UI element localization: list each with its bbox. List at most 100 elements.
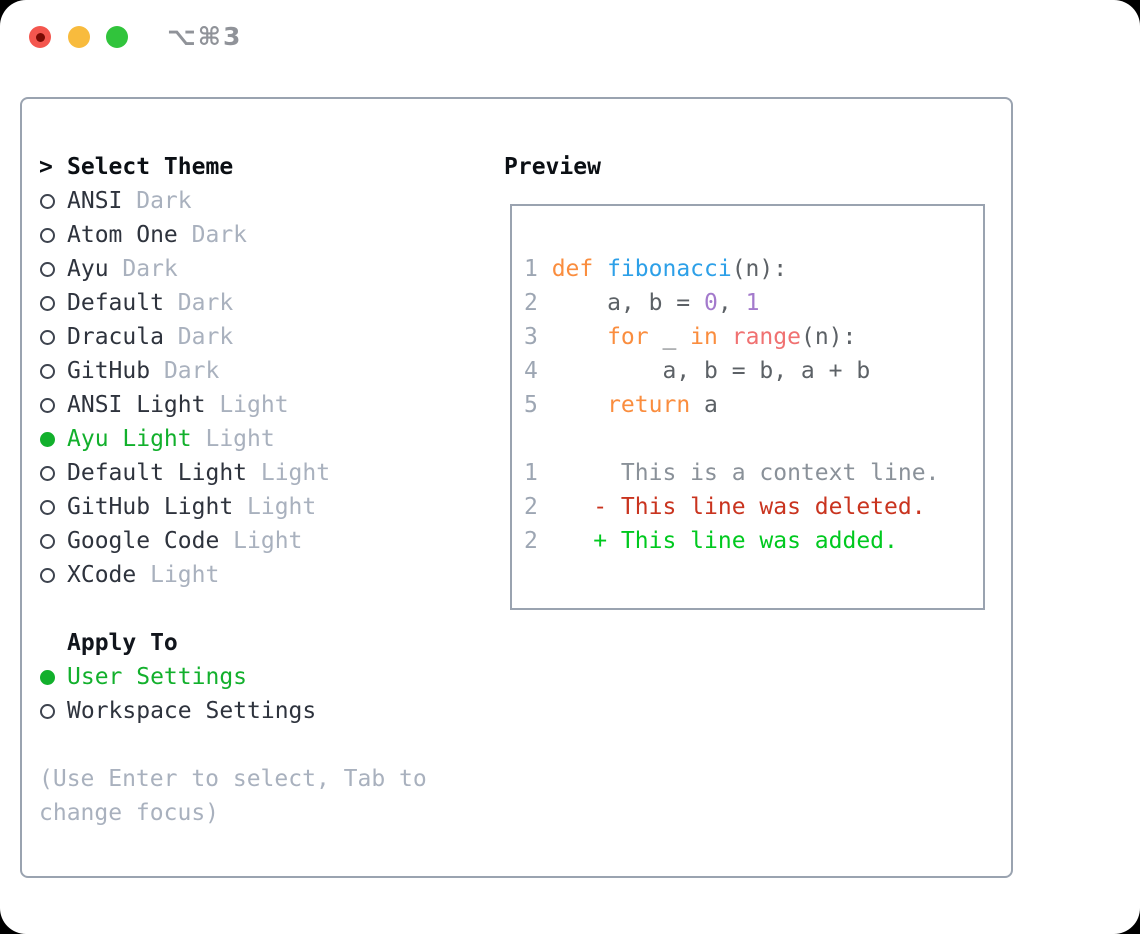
spacer [39,592,479,626]
line-number: 2 [524,528,538,554]
close-button[interactable] [29,26,51,48]
apply-option-label: User Settings [67,664,248,690]
radio-selected-icon [40,431,55,447]
theme-option-github-dark[interactable]: GitHub Dark [39,354,479,388]
select-theme-title: Select Theme [67,154,234,180]
theme-variant-label: Light [260,460,331,486]
code-segment-pl: _ [648,324,691,350]
spacer [39,728,479,762]
line-number [524,422,552,456]
code-segment-fn: fibonacci [607,256,732,282]
line-number: 2 [524,290,538,316]
line-number: 2 [524,494,538,520]
code-blank-line [524,422,983,456]
theme-option-default-light-light[interactable]: Default Light Light [39,456,479,490]
theme-option-label: Ayu Light [67,426,192,452]
code-segment-pl [552,320,607,354]
theme-variant-label: Dark [177,324,234,350]
radio-unselected-icon [40,227,55,243]
code-segment-pl [718,320,732,354]
theme-option-ayu-light-light[interactable]: Ayu Light Light [39,422,479,456]
radio-selected-icon [40,669,55,685]
apply-to-title: Apply To [67,630,178,656]
cursor-arrow-icon: > [39,154,53,180]
theme-variant-label: Dark [136,188,192,214]
code-segment-kw: in [690,324,718,350]
line-number: 4 [524,358,538,384]
theme-option-github-light-light[interactable]: GitHub Light Light [39,490,479,524]
theme-option-google-code-light[interactable]: Google Code Light [39,524,479,558]
code-line: 3 for _ in range(n): [524,320,983,354]
radio-unselected-icon [40,533,55,549]
radio-unselected-icon [40,703,55,719]
theme-option-label: XCode [67,562,137,588]
preview-title: Preview [504,154,601,180]
code-segment-kw: def [551,256,608,282]
code-segment-add: + This line was added. [551,528,898,554]
theme-variant-label: Dark [191,222,248,248]
select-theme-header: > Select Theme [39,150,479,184]
theme-option-label: Default [67,290,164,316]
theme-variant-label: Light [247,494,317,520]
theme-variant-label: Dark [163,358,220,384]
code-segment-pl: a, b = b, a + b [551,358,871,384]
code-segment-ctx: This is a context line. [551,460,940,486]
code-line: 2 - This line was deleted. [524,490,983,524]
code-segment-pl: a [690,392,718,418]
radio-unselected-icon [40,295,55,311]
theme-option-label: Google Code [67,528,220,554]
radio-unselected-icon [40,397,55,413]
close-dot-icon [35,32,45,42]
code-line: 2 + This line was added. [524,524,983,558]
theme-option-ansi-light-light[interactable]: ANSI Light Light [39,388,479,422]
theme-variant-label: Light [205,426,275,452]
zoom-button[interactable] [106,26,128,48]
hint-text-line-2: change focus) [39,800,220,826]
titlebar: ⌥⌘3 [0,0,1140,74]
code-line: 2 a, b = 0, 1 [524,286,983,320]
code-segment-kw: return [607,392,691,418]
code-segment-kw: for [607,324,649,350]
theme-option-label: GitHub Light [67,494,234,520]
line-number: 5 [524,392,538,418]
theme-option-xcode-light[interactable]: XCode Light [39,558,479,592]
code-segment-bi: range [731,324,801,350]
theme-variant-label: Light [219,392,289,418]
radio-unselected-icon [40,465,55,481]
theme-option-dracula-dark[interactable]: Dracula Dark [39,320,479,354]
radio-unselected-icon [40,567,55,583]
radio-unselected-icon [40,499,55,515]
apply-option-label: Workspace Settings [67,698,317,724]
theme-option-label: Atom One [67,222,178,248]
theme-option-label: Dracula [67,324,164,350]
theme-option-label: Ayu [67,256,109,282]
theme-option-label: GitHub [67,358,151,384]
theme-variant-label: Light [150,562,220,588]
apply-option-user-settings[interactable]: User Settings [39,660,479,694]
radio-unselected-icon [40,193,55,209]
theme-option-atom-one-dark[interactable]: Atom One Dark [39,218,479,252]
theme-variant-label: Light [233,528,303,554]
minimize-button[interactable] [68,26,90,48]
radio-unselected-icon [40,363,55,379]
apply-option-workspace-settings[interactable]: Workspace Settings [39,694,479,728]
theme-option-label: ANSI [67,188,123,214]
line-number: 1 [524,256,538,282]
window-title: ⌥⌘3 [167,22,243,51]
code-segment-num: 1 [745,290,760,316]
line-number: 3 [524,324,538,350]
hint-text-line-1: (Use Enter to select, Tab to [39,766,427,792]
theme-option-ansi-dark[interactable]: ANSI Dark [39,184,479,218]
theme-option-label: Default Light [67,460,248,486]
code-segment-pl: a, b = [551,290,705,316]
theme-option-label: ANSI Light [67,392,206,418]
